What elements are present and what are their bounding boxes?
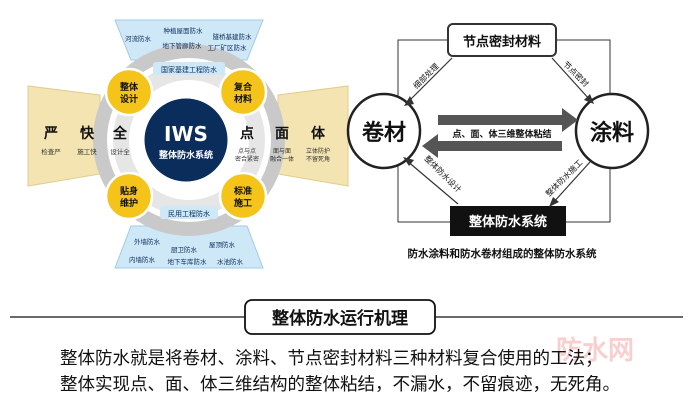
petal-bottom-right: 标准 施工 (218, 171, 268, 221)
right-small-label: 密合紧密 (235, 155, 259, 163)
petal-bottom-left: 贴身 维护 (104, 171, 154, 221)
bottom-ring-label: 民用工程防水 (168, 209, 210, 218)
top-tag: 地下管廊防水 (163, 41, 203, 50)
edge-top-left (407, 57, 453, 103)
top-ring-label: 国家基建工程防水 (161, 65, 217, 74)
petal-top-right: 复合 材料 (218, 67, 268, 117)
left-big-char: 严 (43, 126, 58, 142)
top-tag: 种植屋面防水 (164, 26, 204, 35)
center-label: 点、面、体三维整体粘结 (452, 128, 551, 140)
petal-label: 整体 (119, 81, 139, 93)
petal-top-left: 整体 设计 (104, 67, 154, 117)
right-small-label: 立体防护 (306, 147, 330, 155)
petal-label: 设计 (120, 93, 138, 105)
top-tag: 工厂矿区防水 (208, 43, 248, 52)
left-big-char: 全 (112, 125, 128, 142)
petal-label: 材料 (233, 93, 252, 105)
top-node-box (447, 23, 557, 57)
arrowhead (404, 96, 414, 106)
petal-label: 贴身 (120, 185, 138, 197)
top-ring-band (153, 62, 225, 75)
right-big-char: 点 (240, 125, 254, 142)
left-small-label: 设计全 (110, 147, 130, 156)
right-small-label: 融合一体 (270, 155, 294, 163)
edge-top-right (551, 57, 591, 101)
petal-label: 维护 (120, 197, 138, 209)
bottom-ring-band (160, 206, 218, 219)
bottom-tag: 内墙防水 (129, 255, 156, 264)
bottom-tag: 外墙防水 (134, 237, 161, 246)
bottom-tag: 水池防水 (217, 257, 244, 266)
edge-label-bl: 整体防水设计 (423, 153, 464, 194)
description-line-2: 整体实现点、面、体三维结构的整体粘结，不漏水，不留痕迹，无死角。 (60, 375, 620, 395)
core-subtitle: 整体防水系统 (158, 149, 213, 161)
section-title: 整体防水运行机理 (272, 308, 408, 329)
arrowhead (403, 157, 414, 166)
flow-caption: 防水涂料和防水卷材组成的整体防水系统 (408, 247, 597, 260)
right-node-circle (574, 92, 650, 170)
left-big-char: 快 (80, 125, 95, 142)
right-small-label: 面与面 (273, 147, 291, 155)
arrowhead (584, 94, 594, 104)
arrow-left (422, 134, 562, 158)
right-node-label: 涂料 (590, 120, 634, 146)
core-title: IWS (164, 122, 208, 146)
core-circle (141, 95, 231, 185)
petal-label: 标准 (233, 185, 252, 197)
petal-label: 施工 (234, 197, 252, 209)
right-big-char: 体 (311, 125, 326, 142)
edge-bottom-right (551, 161, 591, 205)
top-node-label: 节点密封材料 (463, 34, 541, 50)
description-line-1: 整体防水就是将卷材、涂料、节点密封材料三种材料复合使用的工法； (60, 349, 603, 369)
edge-label-tl: 细部处理 (411, 61, 441, 91)
bottom-tag: 屋顶防水 (209, 240, 236, 249)
watermark: 防水网 (556, 336, 635, 366)
left-node-label: 卷材 (361, 120, 406, 146)
top-tag: 隧桥基建防水 (213, 32, 253, 41)
top-tag-panel (114, 19, 264, 61)
section-title-box (244, 299, 436, 335)
edge-label-br: 整体防水施工 (543, 157, 584, 198)
center-label-bg (444, 126, 560, 140)
petal-label: 复合 (233, 81, 253, 93)
bottom-tag: 厨卫防水 (171, 245, 198, 254)
right-small-label: 不留死角 (306, 155, 330, 163)
edge-bottom-left (405, 159, 459, 205)
left-small-label: 检查严 (41, 147, 61, 156)
left-node-circle (346, 92, 422, 170)
right-small-label: 点与点 (238, 147, 256, 155)
top-tag: 河流防水 (125, 34, 152, 43)
right-big-char: 面 (275, 126, 289, 142)
arrow-right (438, 108, 578, 132)
left-small-label: 施工快 (77, 147, 97, 156)
arrowhead (549, 197, 559, 207)
bottom-node-label: 整体防水系统 (468, 214, 547, 230)
bottom-node-box (450, 206, 566, 236)
bottom-tag: 地下车库防水 (168, 257, 208, 266)
